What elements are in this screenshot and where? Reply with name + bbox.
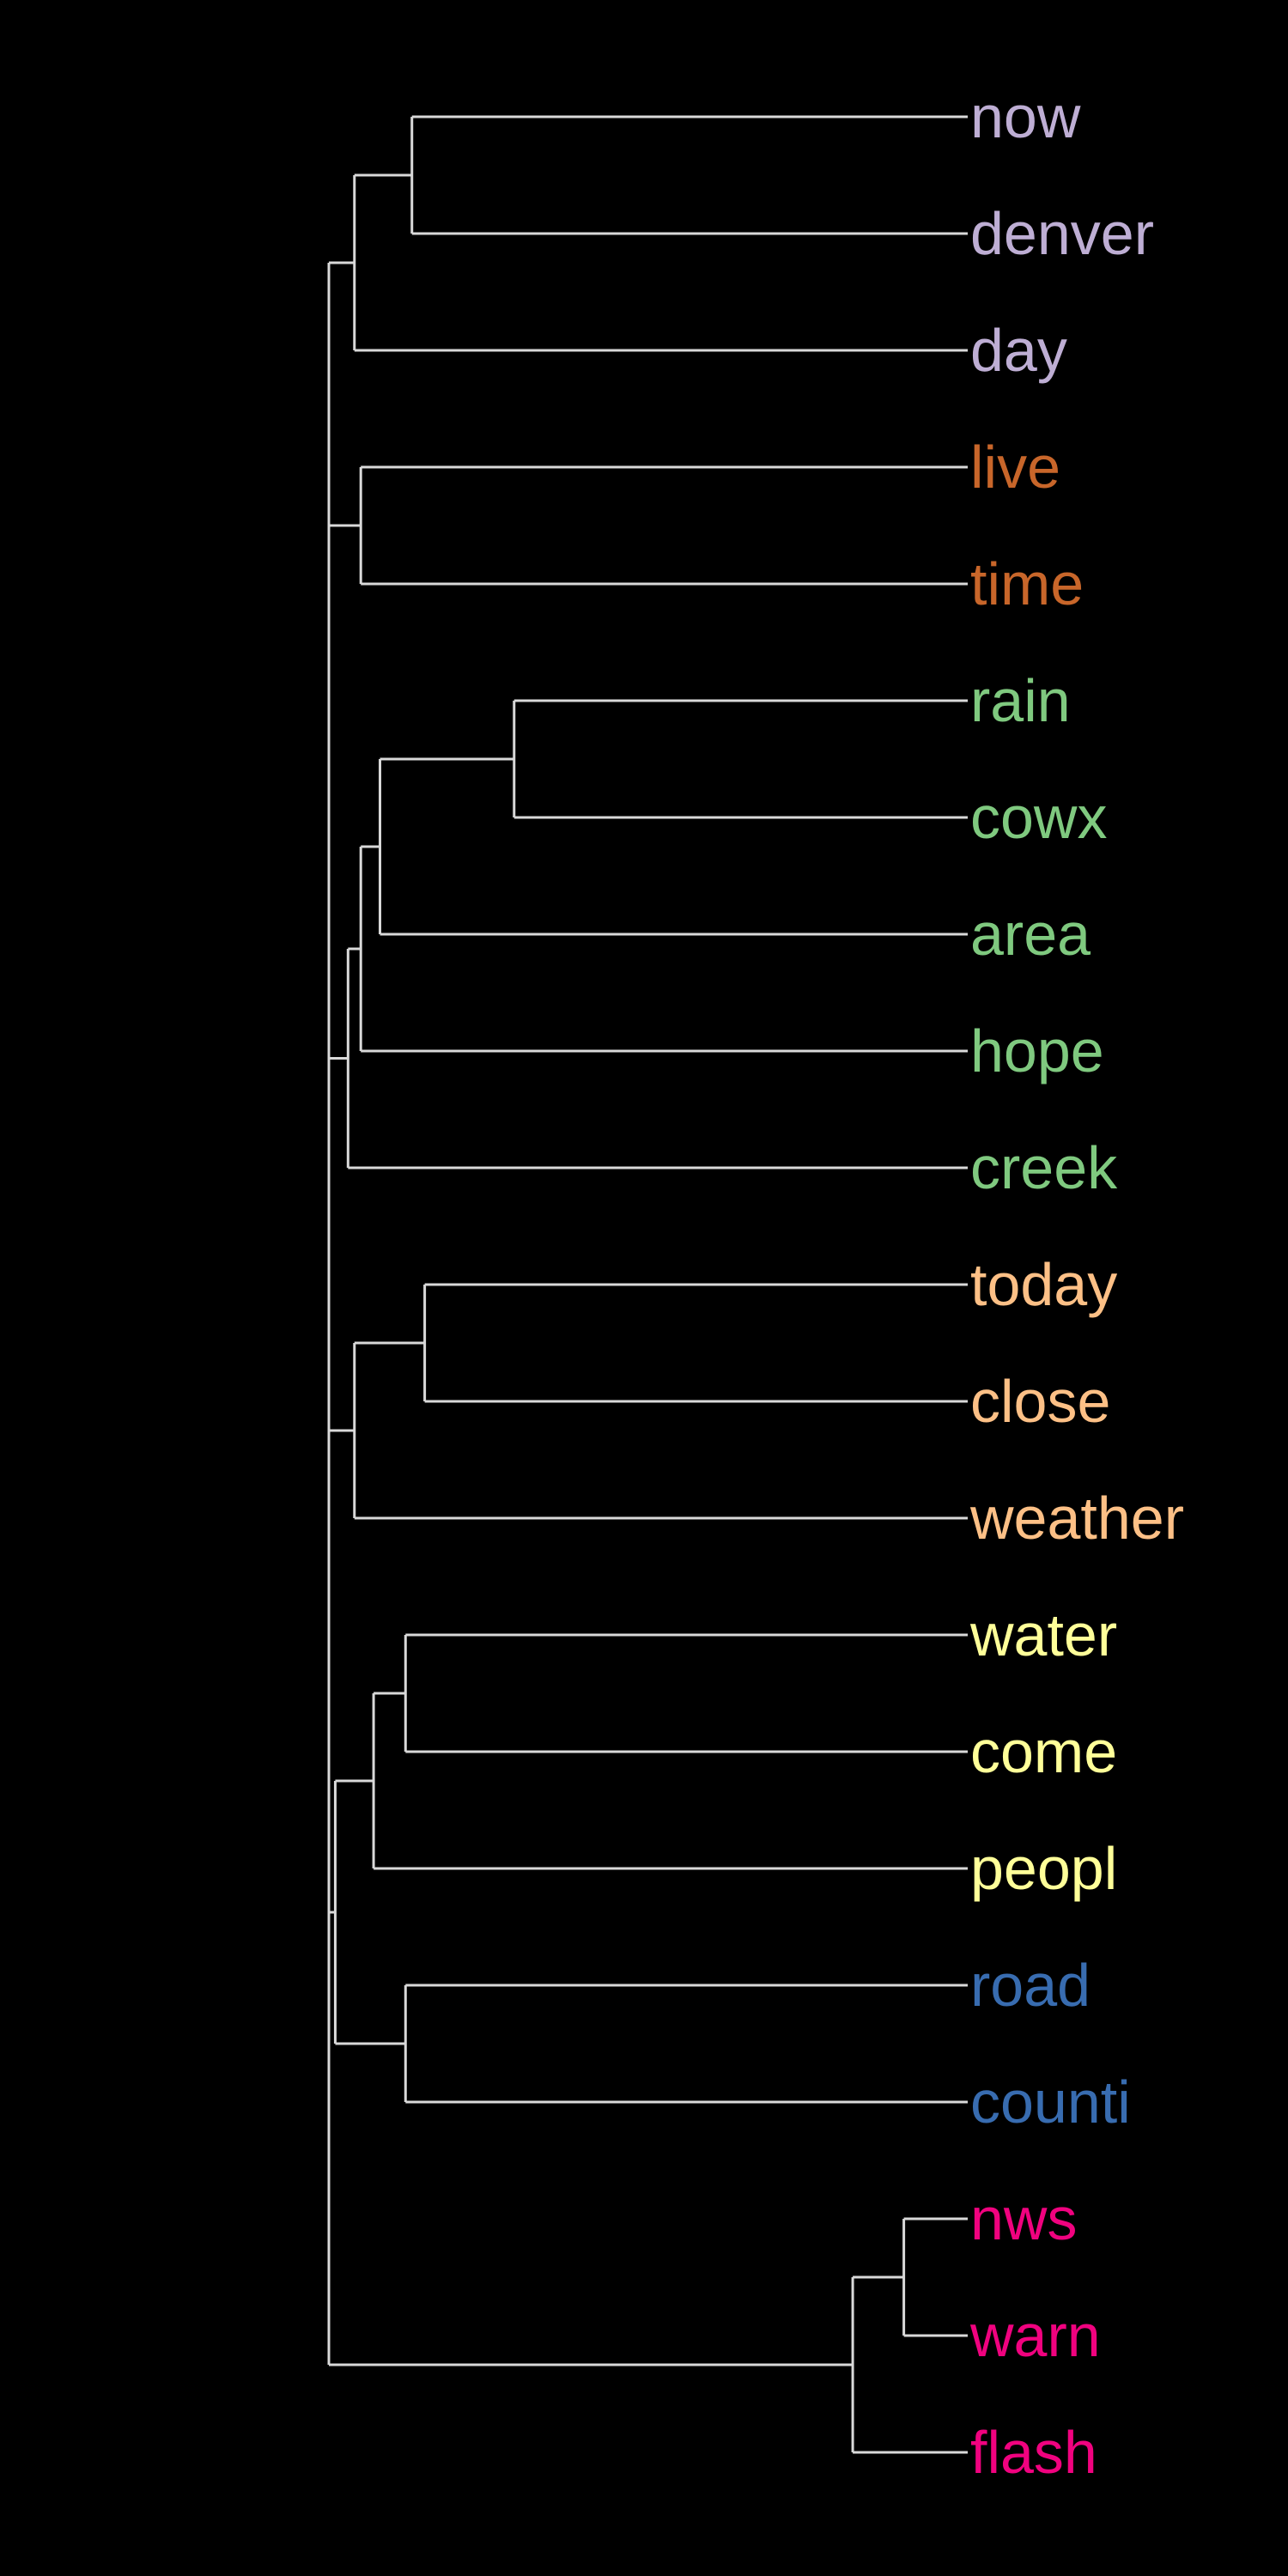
leaf-label-counti: counti [970, 2069, 1131, 2136]
leaf-label-close: close [970, 1368, 1110, 1435]
leaf-label-now: now [970, 83, 1081, 150]
leaf-label-cowx: cowx [970, 784, 1107, 851]
leaf-label-live: live [970, 434, 1060, 501]
leaf-label-flash: flash [970, 2419, 1097, 2486]
dendrogram-branches [327, 115, 968, 2454]
leaf-label-come: come [970, 1718, 1117, 1785]
leaf-label-warn: warn [969, 2302, 1101, 2369]
leaf-label-nws: nws [970, 2185, 1077, 2252]
leaf-label-day: day [970, 317, 1067, 384]
leaf-label-creek: creek [970, 1134, 1118, 1201]
leaf-label-denver: denver [970, 200, 1154, 267]
leaf-label-hope: hope [970, 1018, 1104, 1084]
leaf-label-peopl: peopl [970, 1835, 1117, 1902]
leaf-label-road: road [970, 1952, 1091, 2019]
leaf-label-area: area [970, 901, 1091, 968]
dendrogram-leaf-labels: now denver day live time rain cowx area hope cree… [969, 83, 1184, 2486]
leaf-label-weather: weather [969, 1485, 1184, 1552]
leaf-label-today: today [970, 1251, 1117, 1318]
leaf-label-rain: rain [970, 667, 1071, 734]
leaf-label-water: water [969, 1601, 1117, 1668]
leaf-label-time: time [970, 550, 1084, 617]
